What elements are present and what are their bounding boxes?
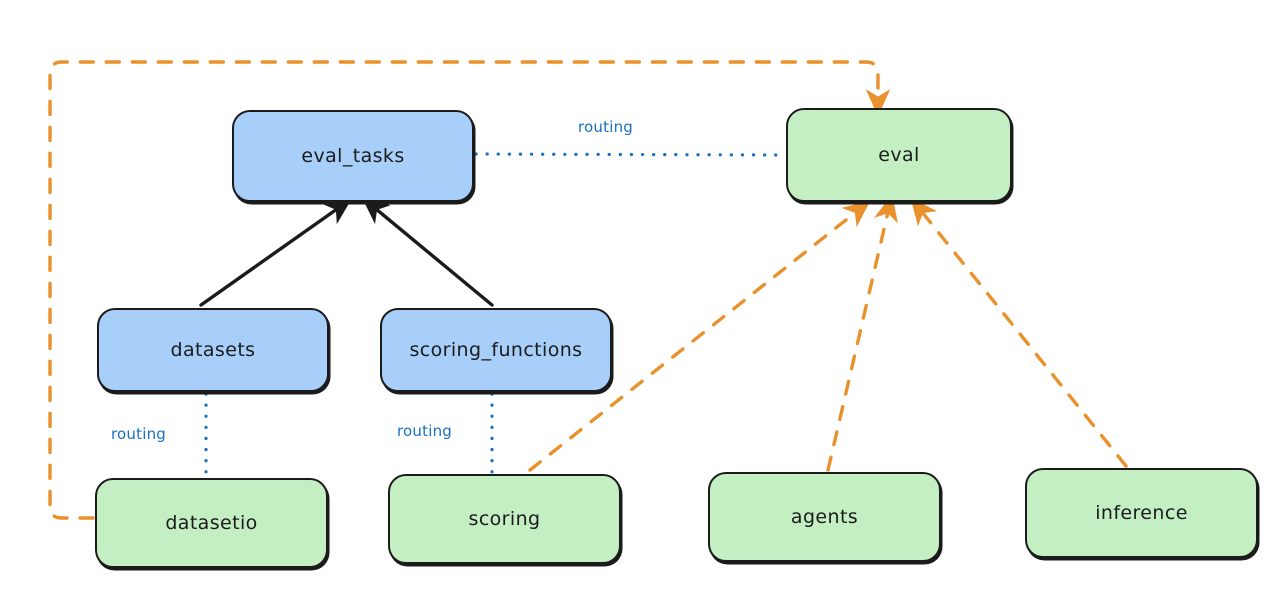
edge-eval_tasks-eval <box>474 152 786 157</box>
node-eval-tasks[interactable]: eval_tasks <box>232 110 474 202</box>
edge-datasets-eval_tasks <box>199 198 352 307</box>
node-label: agents <box>790 506 859 528</box>
node-inference[interactable]: inference <box>1025 468 1258 558</box>
node-label: eval <box>878 144 920 166</box>
edge-scoring-eval <box>528 200 871 472</box>
edge-agents-eval <box>826 194 898 472</box>
edge-scoring_functions-eval_tasks <box>361 197 494 307</box>
node-label: inference <box>1095 502 1188 524</box>
node-scoring-functions[interactable]: scoring_functions <box>380 308 612 392</box>
node-label: eval_tasks <box>301 145 405 167</box>
node-label: scoring_functions <box>409 339 583 361</box>
node-scoring[interactable]: scoring <box>388 474 621 564</box>
node-label: datasetio <box>165 512 258 534</box>
node-datasets[interactable]: datasets <box>97 308 329 392</box>
edge-label-routing-datasetio: routing <box>111 425 166 443</box>
edge-datasetio-eval <box>48 60 891 520</box>
node-eval[interactable]: eval <box>786 108 1012 202</box>
node-label: scoring <box>468 508 541 530</box>
edge-label-routing-scoring: routing <box>397 422 452 440</box>
node-datasetio[interactable]: datasetio <box>95 478 328 568</box>
node-agents[interactable]: agents <box>708 472 941 562</box>
edge-inference-eval <box>910 197 1128 468</box>
edge-label-routing-eval: routing <box>578 118 633 136</box>
node-label: datasets <box>170 339 256 361</box>
